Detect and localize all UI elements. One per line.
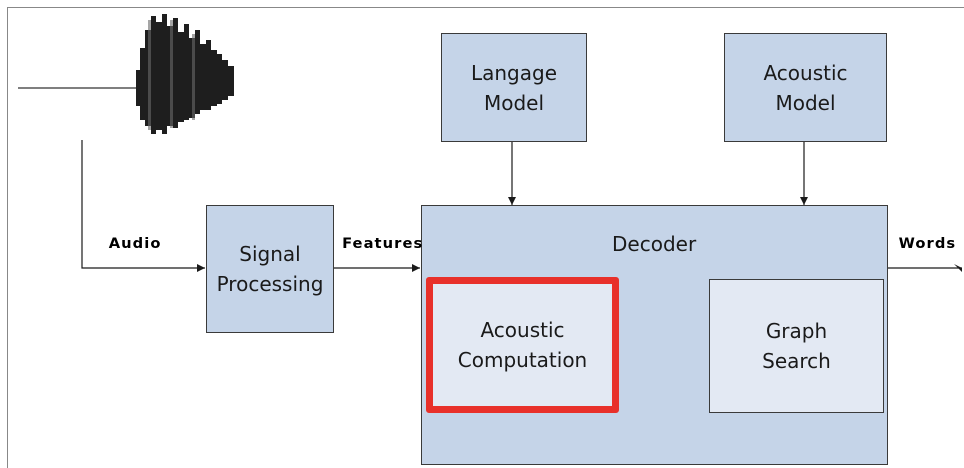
decoder-label: Decoder [612, 232, 697, 256]
acoustic-model-box: Acoustic Model [724, 33, 887, 142]
features-flow-label: Features [342, 236, 424, 252]
audio-waveform [18, 14, 234, 134]
signal-processing-label: Signal Processing [216, 242, 324, 296]
language-model-box: Langage Model [441, 33, 587, 142]
signal-processing-box: Signal Processing [206, 205, 334, 333]
words-flow-label: Words [898, 236, 957, 252]
acoustic-model-label: Acoustic Model [763, 60, 848, 115]
graph-search-label: Graph Search [762, 319, 831, 373]
acoustic-computation-box: Acoustic Computation [426, 277, 619, 413]
acoustic-computation-label: Acoustic Computation [457, 318, 588, 372]
graph-search-box: Graph Search [709, 279, 884, 413]
audio-flow-label: Audio [108, 236, 162, 252]
language-model-label: Langage Model [470, 60, 558, 115]
